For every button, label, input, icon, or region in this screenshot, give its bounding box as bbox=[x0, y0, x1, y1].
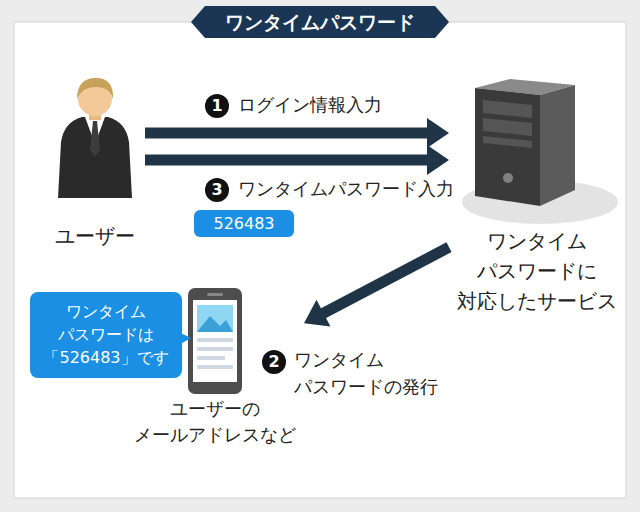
server-bay bbox=[483, 136, 532, 148]
phone-line bbox=[197, 356, 225, 360]
title-banner: ワンタイムパスワード bbox=[191, 6, 449, 38]
server-button bbox=[503, 173, 513, 183]
phone-body bbox=[188, 288, 242, 394]
phone-image-mountain bbox=[197, 316, 233, 332]
speech-bubble: ワンタイム パスワードは 「526483」です bbox=[30, 292, 182, 378]
arrow-shaft bbox=[145, 155, 429, 166]
server-bay bbox=[483, 118, 532, 136]
phone-screen bbox=[193, 300, 237, 382]
flow-arrow bbox=[304, 247, 449, 326]
server-bay bbox=[483, 100, 532, 118]
phone-image bbox=[197, 305, 233, 332]
step-label: ログイン情報入力 bbox=[238, 91, 384, 118]
node-text: ワンタイム パスワードに 対応したサービス bbox=[456, 226, 618, 316]
node-text: ユーザーの メールアドレスなど bbox=[133, 396, 297, 448]
step-label: ワンタイム パスワードの発行 bbox=[294, 346, 440, 400]
flow-arrow bbox=[145, 118, 449, 148]
callout-number: 2 bbox=[262, 350, 286, 374]
phone-speaker bbox=[207, 293, 223, 296]
user-tie bbox=[90, 121, 100, 157]
password-pill: 526483 bbox=[194, 210, 294, 237]
callout-number: 1 bbox=[205, 94, 229, 118]
step-label: ワンタイムパスワード入力 bbox=[238, 175, 456, 202]
user-node: ユーザー bbox=[45, 74, 145, 257]
phone-line bbox=[197, 338, 233, 342]
callout-number: 3 bbox=[205, 178, 229, 202]
arrow-head bbox=[427, 145, 449, 175]
service-node: ワンタイム パスワードに 対応したサービス bbox=[449, 80, 625, 322]
user-figure bbox=[58, 78, 132, 198]
node-text: ワンタイム パスワードは 「526483」です bbox=[42, 300, 170, 370]
node-text: ユーザー bbox=[54, 222, 136, 251]
phone-figure bbox=[188, 288, 242, 394]
flow-arrow bbox=[145, 145, 449, 175]
panel bbox=[14, 22, 626, 498]
arrow-shaft bbox=[145, 128, 429, 139]
phone-line bbox=[197, 347, 233, 351]
user-suit bbox=[58, 117, 132, 198]
server-side bbox=[540, 85, 575, 206]
node-text: 526483 bbox=[212, 212, 276, 235]
arrow-head bbox=[427, 118, 449, 148]
server-front bbox=[475, 88, 540, 206]
user-hair bbox=[77, 78, 113, 99]
server-figure bbox=[462, 79, 618, 224]
arrow-head bbox=[304, 300, 330, 327]
phone-line bbox=[197, 365, 233, 369]
arrow-shaft bbox=[322, 247, 449, 314]
